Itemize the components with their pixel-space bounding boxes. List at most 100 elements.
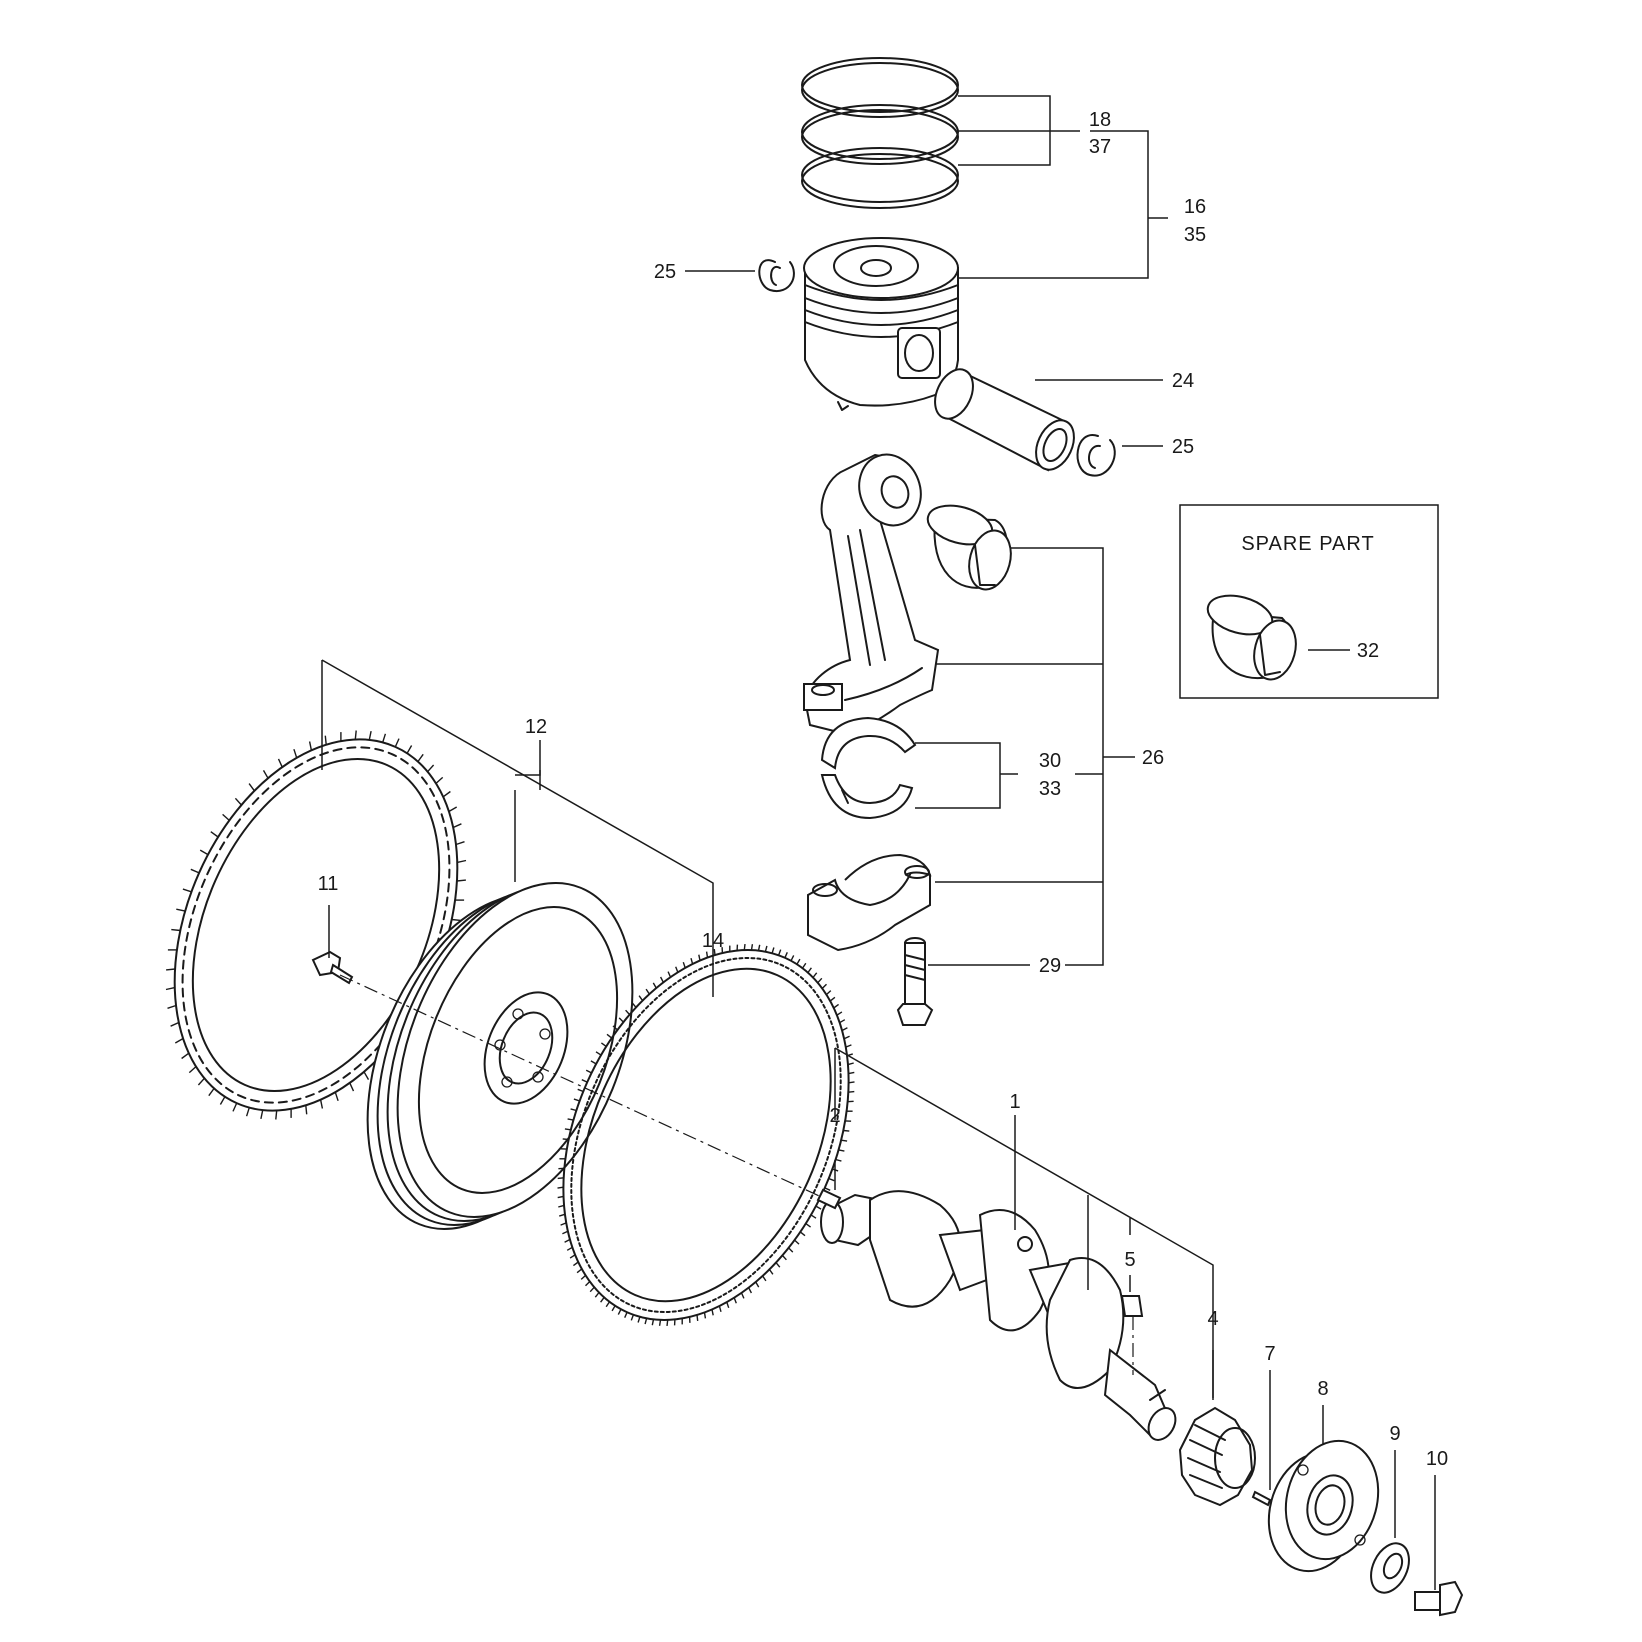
ring-gear-tooth bbox=[781, 1254, 787, 1261]
ring-gear-tooth bbox=[589, 1286, 595, 1293]
ring-gear-tooth bbox=[570, 1108, 577, 1112]
ring-gear-tooth bbox=[847, 1062, 854, 1066]
ring-gear-tooth bbox=[600, 1296, 605, 1303]
tone-ring-tooth bbox=[319, 1099, 324, 1109]
ring-gear-tooth bbox=[824, 1187, 831, 1191]
ring-gear-tooth bbox=[799, 1231, 806, 1237]
ring-gear-tooth bbox=[848, 1090, 855, 1093]
tone-ring-tooth bbox=[208, 1087, 215, 1097]
callout-9: 9 bbox=[1389, 1423, 1400, 1445]
ring-gear-tooth bbox=[764, 945, 768, 952]
tone-ring-tooth bbox=[456, 879, 466, 882]
ring-gear-tooth bbox=[560, 1222, 567, 1226]
piston-rings bbox=[801, 57, 959, 209]
ring-gear-tooth bbox=[631, 1002, 637, 1008]
spare-part-title: SPARE PART bbox=[1241, 533, 1374, 555]
tone-ring-tooth bbox=[219, 1096, 226, 1105]
ring-gear-tooth bbox=[796, 958, 801, 965]
ring-gear-tooth bbox=[600, 1042, 607, 1047]
tone-ring-tooth bbox=[210, 831, 219, 838]
ring-gear-tooth bbox=[567, 1118, 574, 1121]
tone-ring-tooth bbox=[406, 745, 413, 754]
ring-gear-tooth bbox=[845, 1044, 852, 1048]
ring-gear-tooth bbox=[572, 1261, 579, 1267]
callout-5: 5 bbox=[1124, 1249, 1135, 1271]
ring-gear-tooth bbox=[747, 1287, 753, 1294]
tone-ring-tooth bbox=[455, 841, 465, 846]
ring-gear-tooth bbox=[740, 1292, 745, 1299]
spare-part-box: SPARE PART bbox=[1179, 504, 1439, 699]
ring-gear-tooth bbox=[848, 1081, 855, 1084]
tone-ring-tooth bbox=[167, 1004, 177, 1009]
tone-ring-tooth bbox=[234, 797, 242, 806]
tone-ring-tooth bbox=[165, 986, 175, 991]
tone-ring-tooth bbox=[451, 918, 461, 922]
tone-ring-tooth bbox=[394, 738, 400, 748]
ring-gear-tooth bbox=[605, 1301, 611, 1308]
ring-gear-tooth bbox=[841, 1027, 848, 1032]
ring-gear-tooth bbox=[590, 1060, 597, 1065]
tone-ring-tooth bbox=[452, 823, 462, 829]
ring-gear-tooth bbox=[624, 1311, 628, 1318]
ring-gear-tooth bbox=[794, 1239, 800, 1245]
callout-labels: 18 37 16 35 25 24 25 26 30 33 29 32 12 1… bbox=[318, 109, 1449, 1470]
ring-gear-tooth bbox=[815, 1205, 822, 1210]
centerline bbox=[339, 974, 829, 1201]
ring-gear-tooth bbox=[618, 1017, 624, 1023]
ring-gear-tooth bbox=[788, 1247, 794, 1253]
ring-gear-tooth bbox=[805, 1223, 812, 1228]
woodruff-key bbox=[1120, 1295, 1144, 1317]
tone-ring-tooth bbox=[275, 1110, 278, 1120]
ring-gear-tooth bbox=[557, 1177, 564, 1180]
ring-gear-tooth bbox=[838, 1149, 845, 1152]
tone-ring-tooth bbox=[457, 859, 467, 864]
ring-gear-tooth bbox=[644, 1318, 648, 1325]
washer bbox=[1370, 1542, 1410, 1594]
callout-1: 1 bbox=[1009, 1091, 1020, 1113]
tone-ring-tooth bbox=[277, 758, 283, 768]
ring-gear-tooth bbox=[711, 1309, 714, 1316]
ring-gear-tooth bbox=[750, 944, 754, 951]
callout-25-right: 25 bbox=[1172, 436, 1194, 458]
ring-gear-tooth bbox=[807, 967, 812, 974]
tone-ring-tooth bbox=[363, 1071, 370, 1080]
ball-plug bbox=[1017, 1236, 1033, 1252]
ring-gear-tooth bbox=[638, 995, 644, 1002]
tone-ring-tooth bbox=[260, 1109, 264, 1120]
callout-11: 11 bbox=[318, 873, 339, 895]
ring-gear-tooth bbox=[564, 1128, 572, 1131]
ring-gear-tooth bbox=[666, 1319, 669, 1326]
callout-2: 2 bbox=[829, 1105, 840, 1127]
ring-gear-tooth bbox=[562, 1138, 569, 1141]
callout-14: 14 bbox=[702, 930, 724, 952]
piston-pin bbox=[934, 368, 1075, 472]
ring-gear-tooth bbox=[576, 1268, 583, 1274]
ring-gear-tooth bbox=[637, 1316, 641, 1323]
dowel-pin bbox=[816, 1188, 842, 1210]
ring-gear-tooth bbox=[784, 952, 788, 959]
callout-33: 33 bbox=[1039, 778, 1061, 800]
ring-gear-tooth bbox=[810, 1214, 817, 1219]
ring-gear-tooth bbox=[835, 1158, 842, 1162]
ring-gear-tooth bbox=[606, 1033, 613, 1039]
ring-gear-tooth bbox=[771, 947, 775, 954]
ring-gear-tooth bbox=[611, 1305, 616, 1312]
ring-gear-tooth bbox=[595, 1051, 602, 1056]
ring-gear-tooth bbox=[577, 1088, 584, 1093]
ring-gear-tooth bbox=[762, 1275, 767, 1282]
ring-gear-tooth bbox=[558, 1204, 565, 1208]
ring-gear-tooth bbox=[630, 1314, 635, 1321]
tone-ring-tooth bbox=[166, 968, 176, 971]
ring-gear-tooth bbox=[585, 1069, 592, 1074]
ring-gear-tooth bbox=[645, 988, 650, 995]
callout-18: 18 bbox=[1089, 109, 1111, 131]
ring-gear-tooth bbox=[743, 944, 746, 951]
tone-ring-tooth bbox=[324, 735, 327, 745]
callout-24: 24 bbox=[1172, 370, 1194, 392]
callout-30: 30 bbox=[1039, 750, 1061, 772]
ring-gear-tooth bbox=[768, 1268, 774, 1275]
ring-gear-tooth bbox=[829, 996, 836, 1002]
callout-4: 4 bbox=[1207, 1308, 1218, 1330]
ring-gear-tooth bbox=[682, 961, 686, 969]
ring-gear-tooth bbox=[828, 1177, 835, 1182]
